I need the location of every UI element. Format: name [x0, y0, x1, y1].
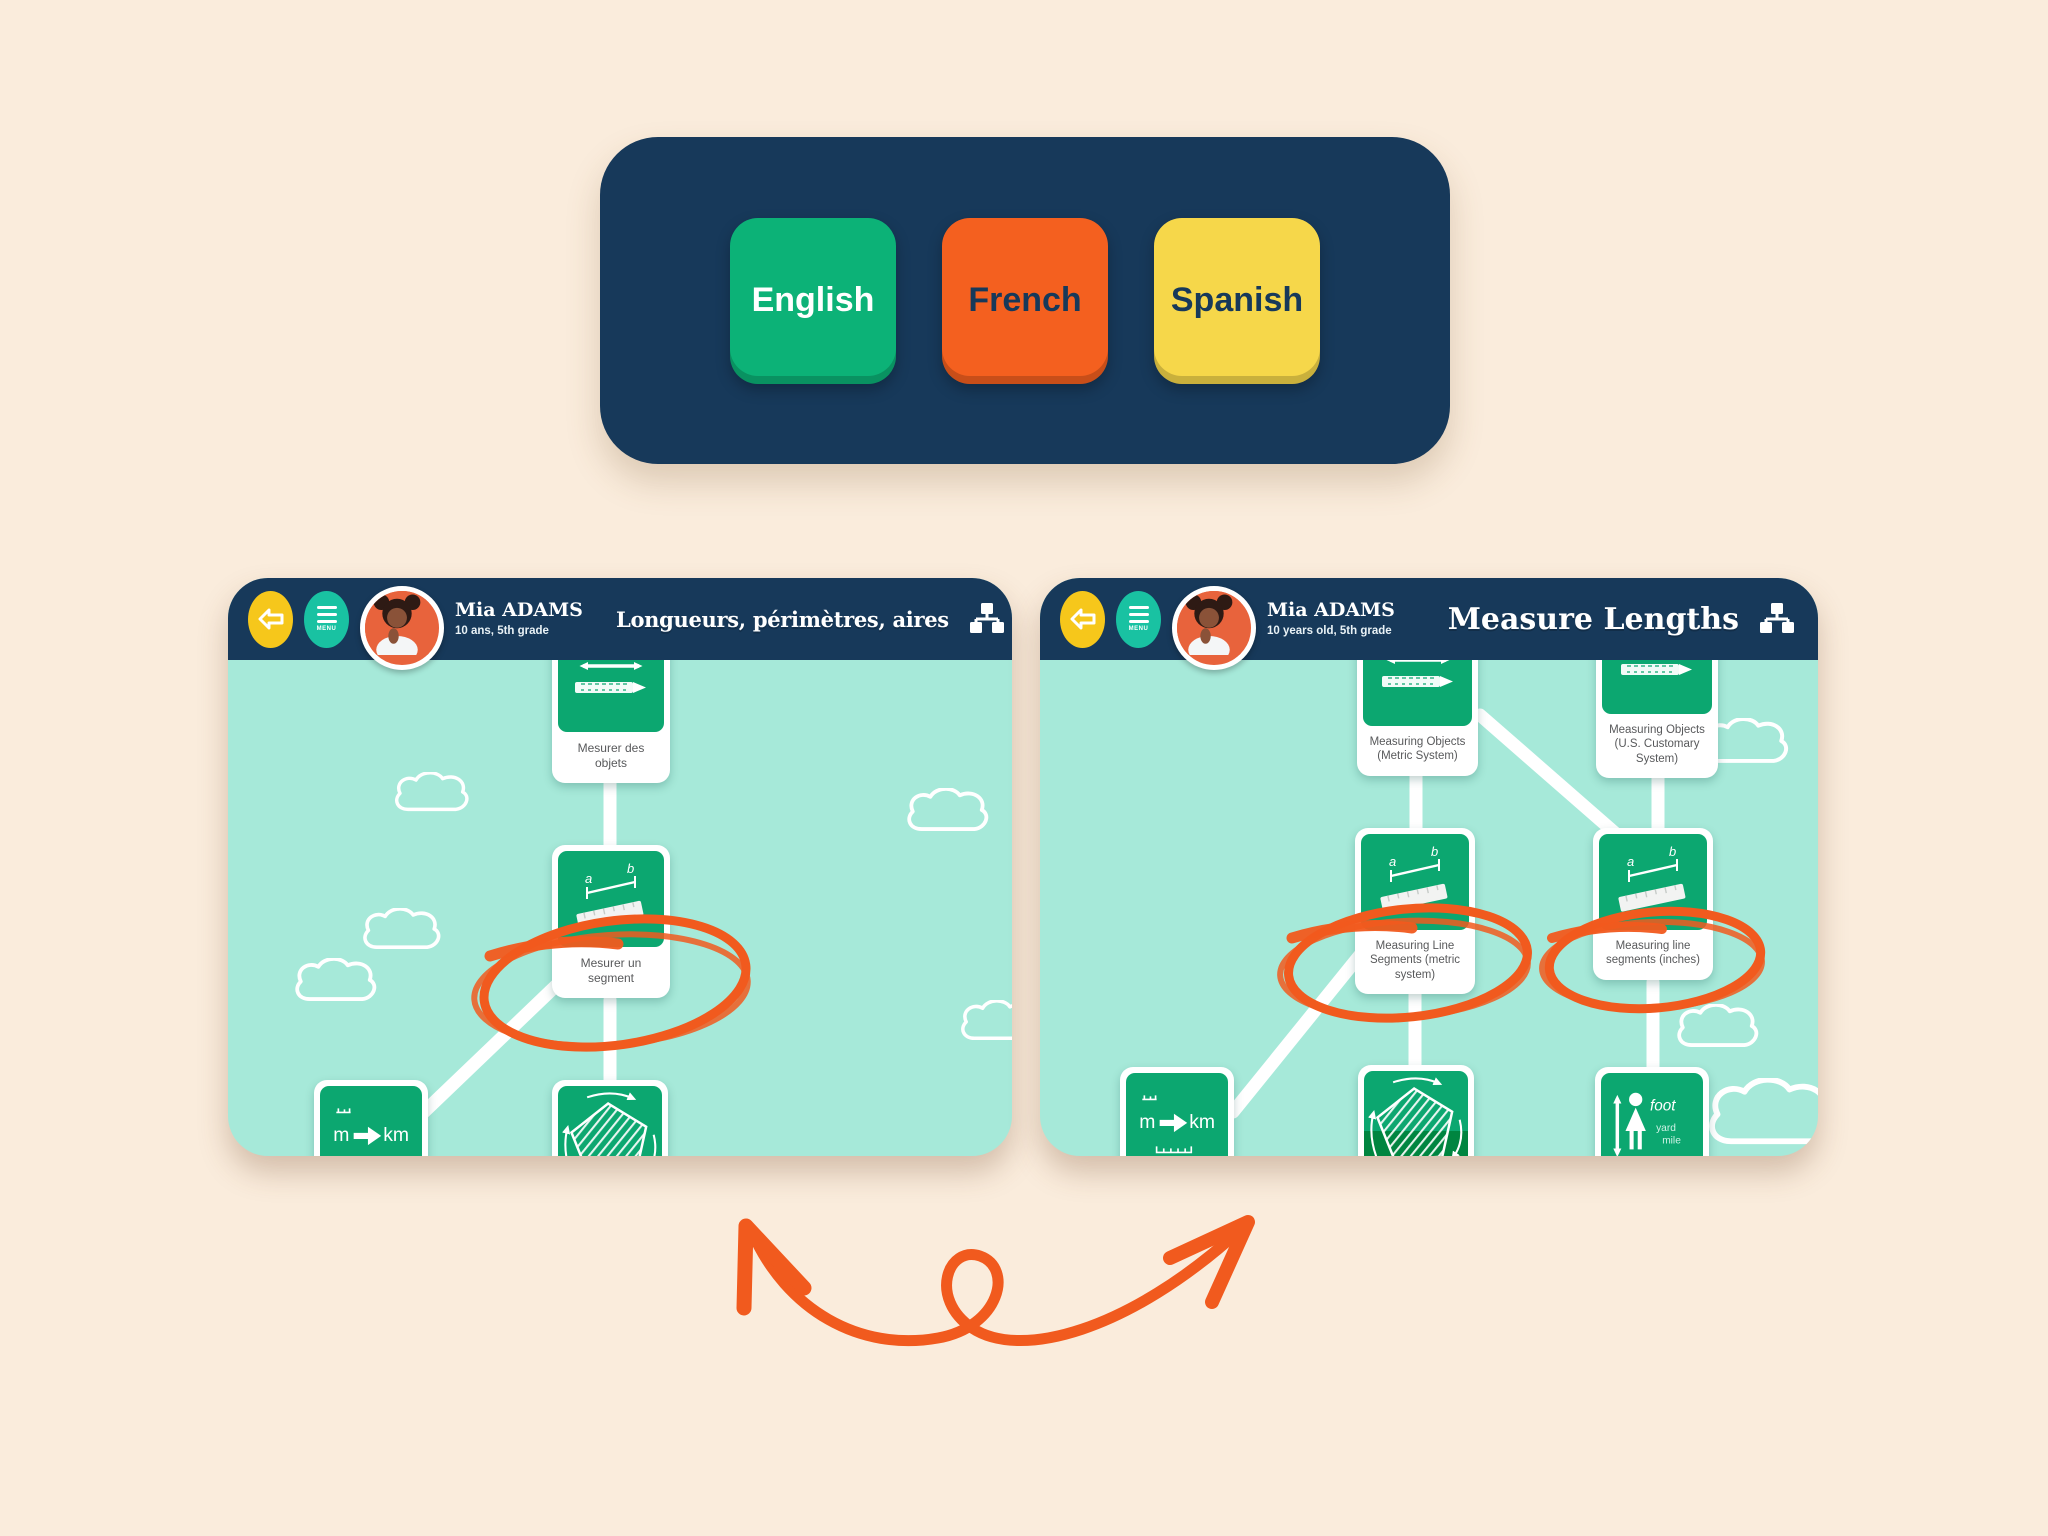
- app-header: MENU Mia ADAMS 10 ans, 5th grade Longueu…: [228, 578, 1012, 670]
- user-name: Mia ADAMS: [1267, 598, 1395, 621]
- cloud-decoration: [395, 772, 469, 812]
- svg-text:km: km: [1189, 1111, 1215, 1133]
- segment-ruler-icon: a b: [558, 851, 664, 947]
- svg-text:yard: yard: [1656, 1123, 1676, 1134]
- language-button-spanish[interactable]: Spanish: [1154, 217, 1320, 384]
- page-title: Measure Lengths: [1447, 601, 1739, 637]
- svg-text:mile: mile: [1662, 1135, 1681, 1146]
- avatar-illustration: [1177, 591, 1241, 664]
- user-meta: 10 ans, 5th grade: [455, 624, 549, 637]
- svg-text:foot: foot: [1650, 1098, 1676, 1115]
- svg-text:b: b: [1431, 844, 1438, 859]
- avatar[interactable]: [1172, 586, 1256, 670]
- svg-text:km: km: [383, 1124, 409, 1146]
- measure-objects-icon: [558, 660, 664, 732]
- arrow-doodle: [736, 1215, 1255, 1347]
- skill-tree-icon[interactable]: [968, 602, 1006, 636]
- menu-button[interactable]: MENU: [1116, 590, 1161, 648]
- app-screenshot-french: MENU Mia ADAMS 10 ans, 5th grade Longueu…: [228, 578, 1012, 1156]
- skill-node-label: Measuring Line Segments (metric system): [1369, 940, 1461, 981]
- skill-node-label: Measuring line segments (inches): [1606, 940, 1700, 967]
- svg-text:a: a: [585, 871, 592, 886]
- avatar[interactable]: [360, 586, 444, 670]
- language-button-english[interactable]: English: [730, 217, 896, 384]
- page-title: Longueurs, périmètres, aires: [616, 606, 949, 632]
- skill-node-line-segments-inches[interactable]: a b Measurin: [1593, 828, 1713, 980]
- skill-tree-icon[interactable]: [1758, 602, 1796, 636]
- skill-node-us-length-units[interactable]: foot yard mile: [1595, 1067, 1709, 1156]
- cloud-decoration: [363, 908, 441, 950]
- skill-node-mesurer-des-objets[interactable]: Mesurer des objets: [552, 660, 670, 783]
- skill-node-unit-conversion[interactable]: m km: [1120, 1067, 1234, 1156]
- app-header: MENU Mia ADAMS 10 years old, 5th grade M…: [1040, 578, 1818, 670]
- app-screenshot-english: MENU Mia ADAMS 10 years old, 5th grade M…: [1040, 578, 1818, 1156]
- skill-node-mesurer-un-segment[interactable]: a b Mesurer: [552, 845, 670, 998]
- back-arrow-icon: [258, 608, 283, 630]
- skill-tree-canvas: Mesurer des objets a b: [228, 660, 1012, 1156]
- svg-text:b: b: [627, 861, 634, 876]
- skill-node-unit-conversion[interactable]: m km: [314, 1080, 428, 1156]
- cloud-decoration: [907, 788, 989, 831]
- skill-tree-canvas: Measuring Objects (Metric System): [1040, 660, 1818, 1156]
- m-km-icon: m km: [320, 1086, 422, 1156]
- perimeter-icon: [558, 1086, 662, 1156]
- svg-text:m: m: [333, 1124, 349, 1146]
- user-block: Mia ADAMS 10 ans, 5th grade: [455, 598, 605, 638]
- menu-button-label: MENU: [1128, 626, 1149, 632]
- skill-node-line-segments-metric[interactable]: a b Measurin: [1355, 828, 1475, 995]
- user-name: Mia ADAMS: [455, 598, 583, 621]
- skill-node-label: Mesurer un segment: [580, 956, 642, 985]
- skill-node-perimeter[interactable]: [1358, 1065, 1474, 1156]
- cloud-decoration: [961, 1000, 1012, 1041]
- user-block: Mia ADAMS 10 years old, 5th grade: [1267, 598, 1417, 638]
- skill-node-perimeter[interactable]: [552, 1080, 668, 1156]
- svg-text:b: b: [1669, 844, 1676, 859]
- language-selector-panel: English French Spanish: [600, 137, 1450, 464]
- m-km-icon: m km: [1126, 1073, 1228, 1156]
- cloud-decoration: [1677, 1004, 1759, 1047]
- skill-node-measuring-objects-metric[interactable]: Measuring Objects (Metric System): [1357, 660, 1478, 776]
- language-button-french[interactable]: French: [942, 217, 1108, 384]
- skill-node-measuring-objects-us[interactable]: Measuring Objects (U.S. Customary System…: [1596, 660, 1718, 779]
- svg-text:a: a: [1627, 854, 1634, 869]
- measure-objects-icon: [1602, 660, 1712, 714]
- back-button[interactable]: [248, 590, 293, 648]
- cloud-decoration: [1712, 1080, 1818, 1142]
- menu-button[interactable]: MENU: [304, 590, 349, 648]
- user-meta: 10 years old, 5th grade: [1267, 624, 1392, 637]
- height-units-icon: foot yard mile: [1601, 1073, 1703, 1156]
- skill-node-label: Measuring Objects (Metric System): [1369, 736, 1466, 763]
- cloud-decoration: [295, 958, 377, 1001]
- svg-text:a: a: [1389, 854, 1396, 869]
- back-button[interactable]: [1060, 590, 1105, 648]
- menu-button-label: MENU: [316, 626, 337, 632]
- skill-node-label: Measuring Objects (U.S. Customary System…: [1609, 724, 1705, 765]
- back-arrow-icon: [1070, 608, 1095, 630]
- segment-ruler-icon: a b: [1361, 834, 1469, 930]
- measure-objects-icon: [1363, 660, 1472, 726]
- segment-ruler-icon: a b: [1599, 834, 1707, 930]
- svg-text:m: m: [1139, 1111, 1155, 1133]
- perimeter-icon: [1364, 1071, 1468, 1156]
- avatar-illustration: [365, 591, 429, 664]
- skill-node-label: Mesurer des objets: [577, 741, 645, 770]
- hamburger-icon: [316, 606, 337, 623]
- hamburger-icon: [1128, 606, 1149, 623]
